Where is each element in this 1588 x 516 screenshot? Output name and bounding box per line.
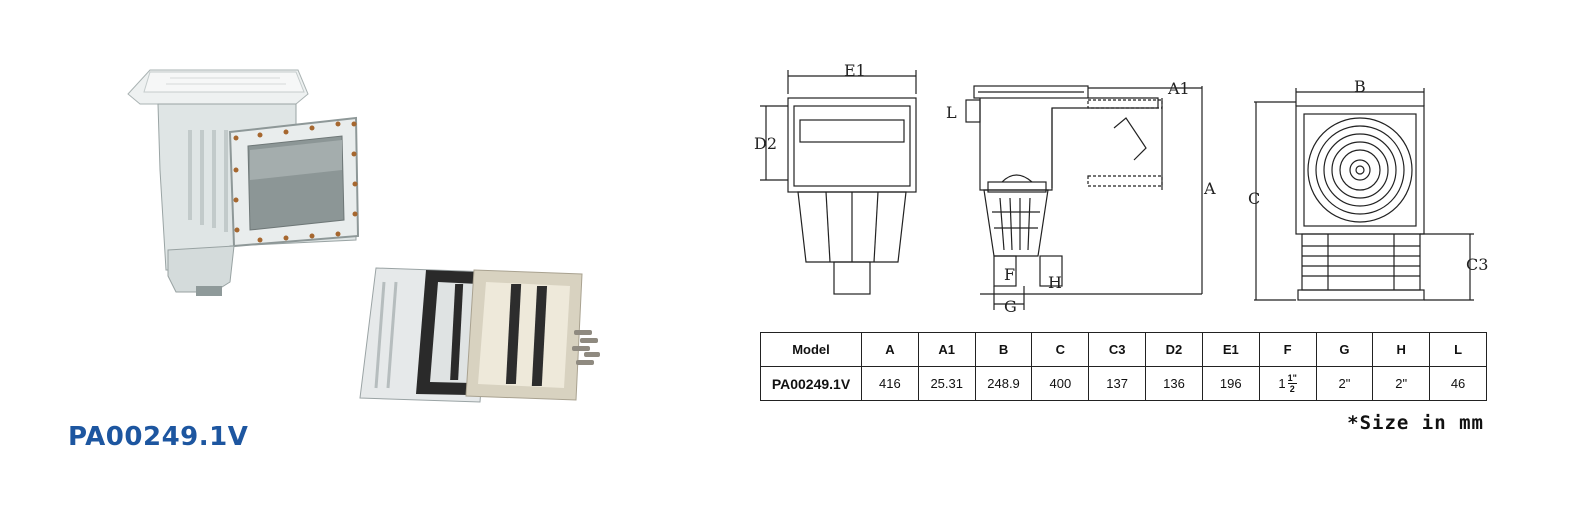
cell-a1: 25.31 (917, 366, 976, 401)
fraction-part: 1" 2 (1287, 373, 1297, 394)
header-d2: D2 (1145, 332, 1203, 367)
table-row: PA00249.1V 416 25.31 248.9 400 137 136 1… (760, 366, 1487, 401)
cell-b: 248.9 (974, 366, 1033, 401)
cell-g: 2" (1315, 366, 1374, 401)
label-h: H (1048, 273, 1062, 292)
label-b: B (1354, 77, 1366, 96)
fraction-value: 1 1" 2 (1278, 373, 1297, 394)
size-unit-note: *Size in mm (1347, 412, 1484, 434)
header-a1: A1 (917, 332, 976, 367)
header-c: C (1031, 332, 1090, 367)
cell-a: 416 (861, 366, 919, 401)
header-h: H (1372, 332, 1431, 367)
fraction-denominator: 2 (1289, 384, 1295, 394)
cell-l: 46 (1429, 366, 1487, 401)
label-l: L (946, 103, 957, 122)
cell-f: 1 1" 2 (1258, 366, 1317, 401)
label-c3: C3 (1466, 255, 1488, 274)
label-a: A (1203, 179, 1216, 198)
label-f: F (1004, 265, 1015, 284)
fraction-numerator: 1" (1287, 373, 1297, 384)
header-a: A (861, 332, 919, 367)
front-view-drawing: E1 D2 (754, 61, 917, 295)
header-e1: E1 (1201, 332, 1260, 367)
header-c3: C3 (1088, 332, 1147, 367)
header-b: B (974, 332, 1033, 367)
technical-drawings: E1 D2 L A1 A F H G (754, 61, 1488, 316)
fraction-whole: 1 (1278, 376, 1286, 391)
cell-h: 2" (1372, 366, 1431, 401)
cell-c: 400 (1031, 366, 1090, 401)
cell-e1: 196 (1201, 366, 1260, 401)
label-e1: E1 (844, 61, 866, 80)
cell-c3: 137 (1088, 366, 1147, 401)
product-photo (127, 69, 600, 403)
top-view-drawing: B C C3 (1248, 77, 1488, 301)
label-d2: D2 (754, 134, 777, 153)
side-view-drawing: L A1 A F H G (946, 79, 1216, 316)
label-a1: A1 (1167, 79, 1190, 98)
cell-d2: 136 (1145, 366, 1203, 401)
header-model: Model (760, 332, 862, 367)
header-l: L (1429, 332, 1487, 367)
cell-model: PA00249.1V (760, 366, 862, 401)
label-c: C (1248, 189, 1260, 208)
label-g: G (1004, 297, 1017, 316)
skimmer-image (127, 69, 360, 296)
header-f: F (1258, 332, 1317, 367)
dimension-table: Model A A1 B C C3 D2 E1 F G H L PA00249.… (760, 332, 1487, 401)
product-model-title: PA00249.1V (68, 422, 249, 452)
table-header-row: Model A A1 B C C3 D2 E1 F G H L (760, 332, 1487, 367)
header-g: G (1315, 332, 1374, 367)
mounting-plates-image (359, 267, 600, 403)
